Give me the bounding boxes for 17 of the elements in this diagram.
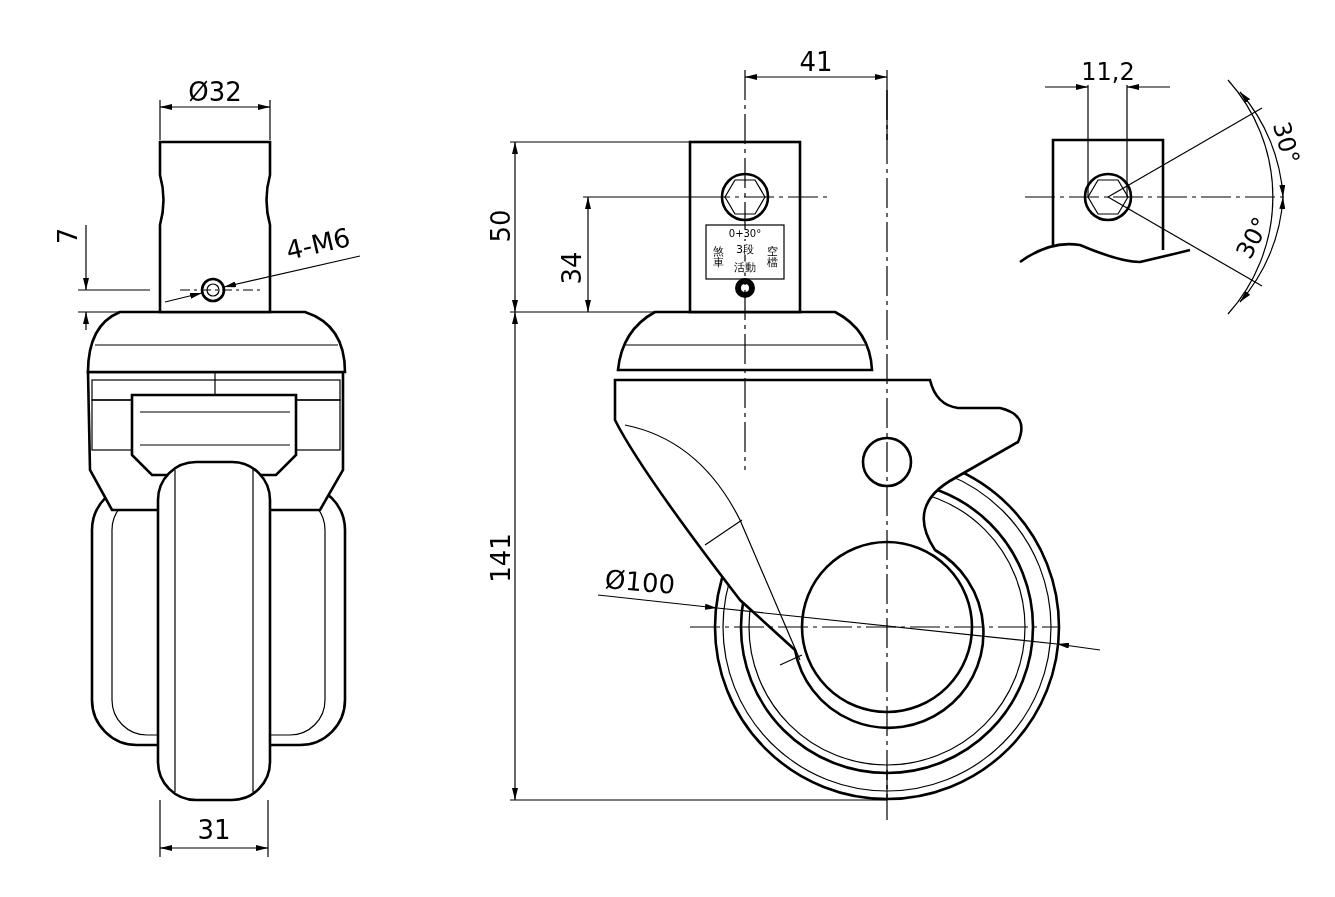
dimension-text: 7 bbox=[55, 227, 81, 245]
dimension-text: 30° bbox=[1268, 119, 1304, 167]
dimension-text: Ø32 bbox=[188, 79, 242, 105]
dimension-text: 31 bbox=[197, 817, 231, 843]
dimension-text: Ø100 bbox=[603, 566, 677, 598]
dimension-text: 41 bbox=[799, 49, 833, 75]
plate-text: 煞車 bbox=[712, 246, 724, 268]
plate-text: 3段 bbox=[736, 243, 754, 255]
plate-text: 活動 bbox=[734, 261, 756, 273]
plate-text: 0+30° bbox=[728, 229, 762, 239]
dimension-text: 50 bbox=[488, 209, 514, 243]
dimension-text: 34 bbox=[559, 251, 585, 285]
dimension-text: 4-M6 bbox=[283, 224, 353, 264]
dimension-text: 30° bbox=[1232, 213, 1274, 263]
dimension-text: 141 bbox=[488, 533, 514, 583]
dimension-text: 11,2 bbox=[1081, 60, 1135, 84]
plate-text: 空檔 bbox=[766, 246, 778, 268]
